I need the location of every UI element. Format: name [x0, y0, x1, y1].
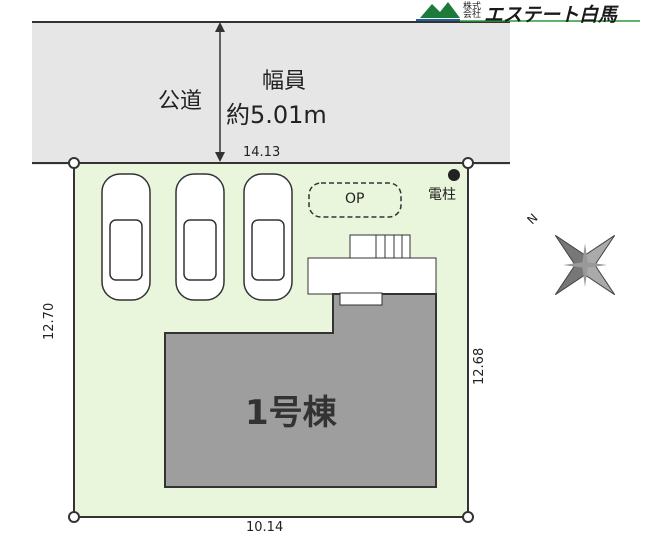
road [32, 22, 510, 165]
arrow-head-top [215, 22, 225, 32]
corner-markers [68, 157, 474, 523]
entrance-notch [339, 292, 383, 306]
building-1 [164, 293, 437, 488]
utility-pole-icon [448, 169, 460, 181]
logo-prefix: 株式会社 [463, 2, 482, 20]
logo-mark [416, 2, 640, 22]
compass-icon [554, 234, 616, 296]
car-1 [101, 173, 151, 301]
arrow-head-bottom [215, 152, 225, 162]
road-width-label: 幅員 [262, 69, 307, 94]
car-2 [175, 173, 225, 301]
dimension-bottom: 10.14 [246, 520, 284, 535]
op-parking-outline [308, 182, 402, 218]
stairs [349, 234, 411, 260]
utility-pole-label: 電柱 [428, 187, 456, 203]
dimension-left: 12.70 [42, 302, 57, 340]
dimension-top: 14.13 [243, 145, 281, 160]
op-label: OP [345, 191, 365, 207]
car-3 [243, 173, 293, 301]
parking-cars [101, 173, 293, 301]
building-label: 1号棟 [245, 393, 337, 433]
road-label: 公道 [158, 89, 203, 114]
road-width-value: 約5.01m [226, 101, 327, 129]
dimension-right: 12.68 [472, 347, 487, 385]
porch [307, 257, 437, 295]
logo-name: エステート白馬 [484, 4, 618, 26]
